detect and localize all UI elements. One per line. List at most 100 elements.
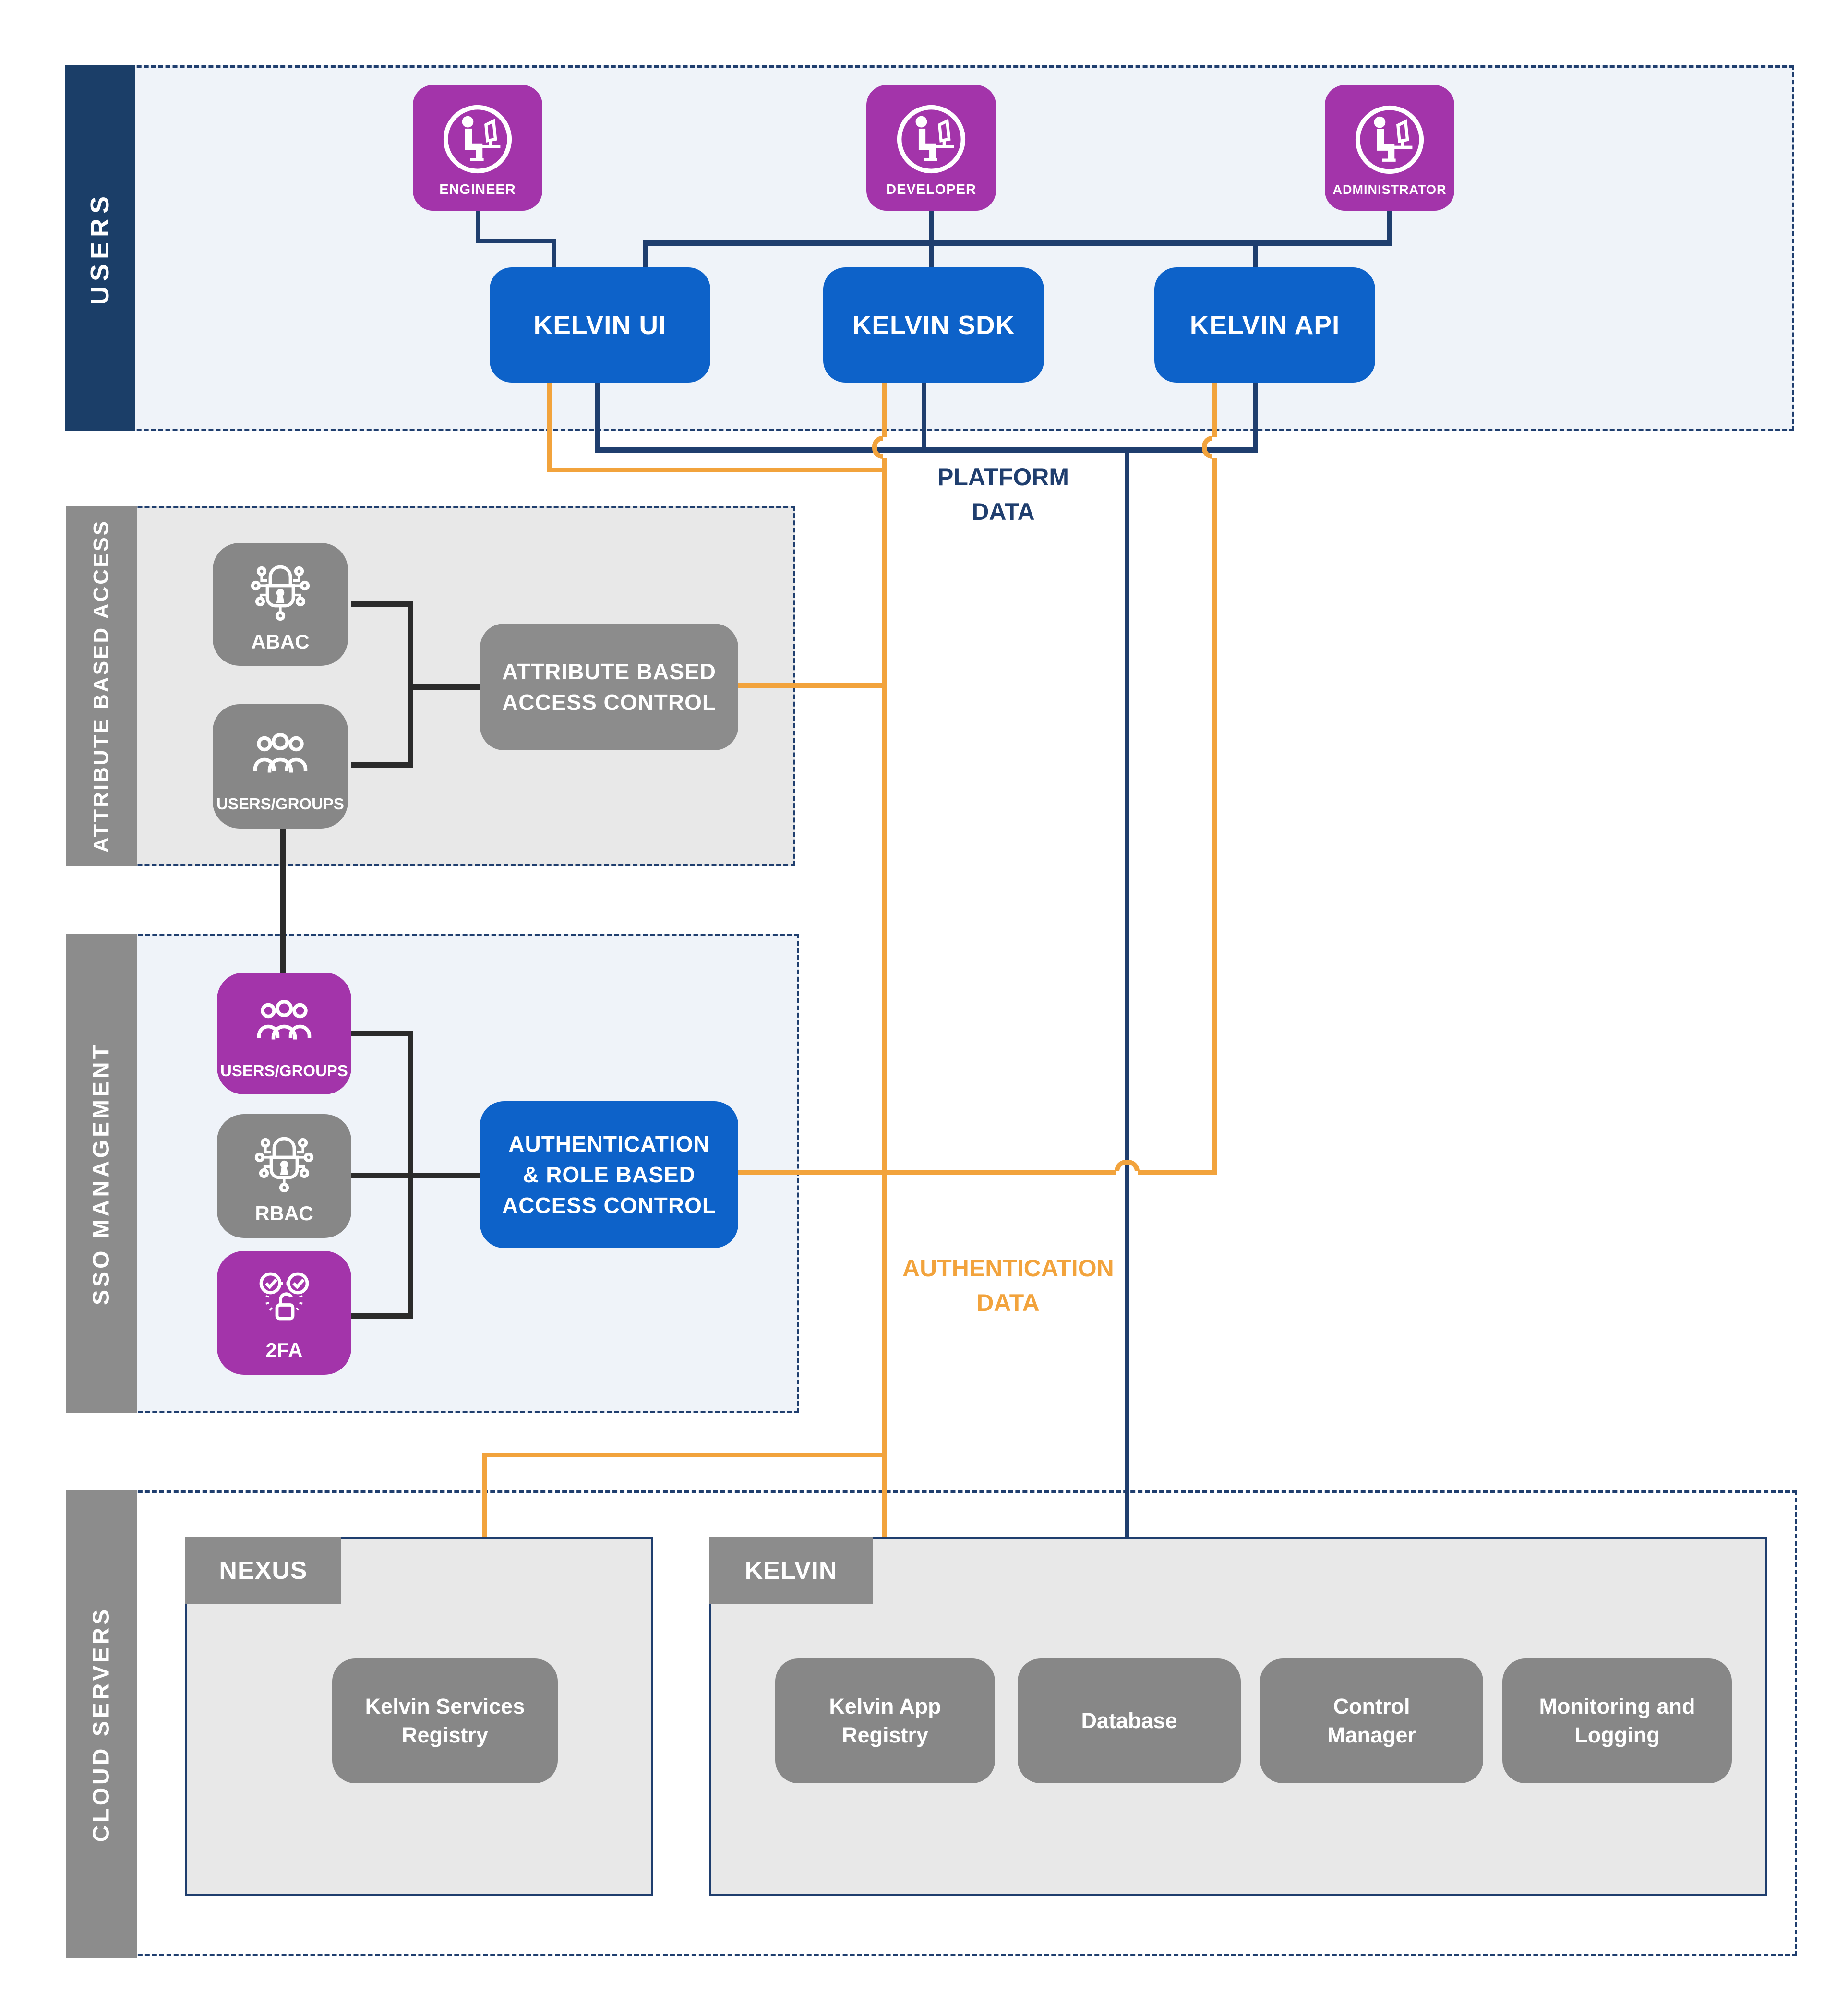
trunk-to-ui-line <box>643 243 648 268</box>
lock-network-icon <box>248 1127 320 1199</box>
sso-users-groups-node: USERS/GROUPS <box>217 973 351 1094</box>
abac-node-link-h <box>351 601 413 607</box>
engineer-connector-h <box>476 239 556 243</box>
control-manager-line1: Control <box>1333 1694 1410 1718</box>
usersgroups-to-sso-link-v <box>280 829 286 973</box>
database-box: Database <box>1018 1658 1241 1783</box>
kelvin-sdk-label: KELVIN SDK <box>852 310 1015 340</box>
auth-line-hop <box>1115 1160 1140 1171</box>
lock-network-icon <box>244 555 316 627</box>
nexus-header: NEXUS <box>185 1537 341 1604</box>
abac-label: ABAC <box>251 630 310 653</box>
sidebar-attribute-based-access: ATTRIBUTE BASED ACCESS <box>66 506 137 866</box>
sdk-auth-drop-upper <box>882 383 887 437</box>
trunk-to-api-line <box>1253 243 1258 268</box>
auth-rbac-line-h2 <box>1138 1170 1217 1175</box>
abac-node: ABAC <box>213 543 348 666</box>
api-auth-drop-upper <box>1212 383 1217 437</box>
attribute-control-line2: ACCESS CONTROL <box>502 690 716 715</box>
administrator-connector-v <box>1387 211 1392 243</box>
engineer-connector-v2 <box>552 239 556 268</box>
sidebar-users: USERS <box>65 65 135 431</box>
sso-users-groups-label: USERS/GROUPS <box>220 1062 348 1080</box>
sidebar-users-label: USERS <box>85 191 114 305</box>
twofa-link-h <box>351 1313 413 1319</box>
attribute-users-groups-node: USERS/GROUPS <box>213 704 348 829</box>
sdk-auth-main-line <box>882 458 887 1538</box>
kelvin-services-registry-box: Kelvin Services Registry <box>332 1658 558 1783</box>
twofa-node: 2FA <box>217 1251 351 1375</box>
platform-data-label-line2: DATA <box>972 498 1035 525</box>
engineer-node: ENGINEER <box>413 85 542 211</box>
attribute-control-line1: ATTRIBUTE BASED <box>502 659 717 684</box>
sidebar-attribute-label: ATTRIBUTE BASED ACCESS <box>89 519 113 853</box>
attribute-control-link-h <box>408 684 480 690</box>
platform-data-line <box>1125 452 1129 1658</box>
kelvin-header: KELVIN <box>709 1537 873 1604</box>
database-label: Database <box>1081 1708 1177 1733</box>
engineer-connector-v1 <box>476 211 480 241</box>
authentication-rbac-box: AUTHENTICATION & ROLE BASED ACCESS CONTR… <box>480 1101 738 1248</box>
rbac-node: RBAC <box>217 1114 351 1238</box>
kelvin-app-registry-box: Kelvin App Registry <box>775 1658 995 1783</box>
attribute-based-access-control-box: ATTRIBUTE BASED ACCESS CONTROL <box>480 624 738 750</box>
sdk-platform-drop <box>922 383 926 447</box>
platform-data-label: PLATFORM DATA <box>898 460 1109 529</box>
attribute-users-groups-label: USERS/GROUPS <box>216 794 344 813</box>
kelvin-sdk-node: KELVIN SDK <box>823 267 1044 383</box>
person-at-desk-icon <box>440 101 516 177</box>
administrator-label: ADMINISTRATOR <box>1332 182 1447 197</box>
developer-label: DEVELOPER <box>886 181 976 197</box>
monitoring-logging-box: Monitoring and Logging <box>1502 1658 1732 1783</box>
abac-auth-line-h <box>738 683 885 688</box>
sso-tree-v <box>408 1031 413 1319</box>
kelvin-app-registry-line2: Registry <box>841 1723 929 1747</box>
engineer-label: ENGINEER <box>439 181 516 197</box>
monitoring-logging-line2: Logging <box>1574 1723 1660 1747</box>
kelvin-services-registry-line2: Registry <box>401 1723 489 1747</box>
kelvin-ui-node: KELVIN UI <box>490 267 710 383</box>
kelvin-ui-label: KELVIN UI <box>533 310 667 340</box>
ui-auth-drop <box>547 383 552 472</box>
twofa-label: 2FA <box>265 1339 303 1361</box>
developer-connector-v <box>929 211 934 268</box>
people-icon <box>248 987 320 1059</box>
auth-to-nexus-h <box>482 1453 887 1457</box>
sso-control-line3: ACCESS CONTROL <box>502 1193 716 1218</box>
authentication-data-label-line2: DATA <box>976 1289 1040 1316</box>
person-at-desk-icon <box>893 101 969 177</box>
kelvin-title: KELVIN <box>744 1557 838 1585</box>
users-trunk-line <box>643 240 1392 246</box>
administrator-node: ADMINISTRATOR <box>1325 85 1454 211</box>
people-icon <box>244 720 316 792</box>
sidebar-cloud-servers: CLOUD SERVERS <box>66 1490 137 1958</box>
sso-usersgroups-link-h <box>351 1031 413 1036</box>
api-platform-drop <box>1253 383 1258 447</box>
authentication-data-label: AUTHENTICATION DATA <box>902 1251 1114 1320</box>
kelvin-api-label: KELVIN API <box>1189 310 1340 340</box>
api-auth-drop-lower <box>1212 458 1217 1175</box>
person-at-desk-icon <box>1352 102 1428 178</box>
two-factor-icon <box>248 1264 320 1336</box>
monitoring-logging-line1: Monitoring and <box>1539 1694 1695 1718</box>
api-auth-hop <box>1202 436 1212 459</box>
ui-platform-drop <box>595 383 600 447</box>
sso-control-line2: & ROLE BASED <box>523 1162 696 1187</box>
rbac-label: RBAC <box>255 1202 313 1225</box>
control-manager-box: Control Manager <box>1260 1658 1483 1783</box>
usersgroups-node-link-h <box>351 762 413 768</box>
ui-auth-elbow-h <box>547 468 887 472</box>
kelvin-app-registry-line1: Kelvin App <box>829 1694 941 1718</box>
rbac-link-h <box>351 1173 480 1178</box>
sdk-auth-hop <box>872 436 883 459</box>
platform-trunk-line <box>595 447 1258 453</box>
sso-control-line1: AUTHENTICATION <box>508 1131 710 1156</box>
nexus-title: NEXUS <box>219 1557 308 1585</box>
nexus-auth-drop <box>482 1457 487 1539</box>
auth-rbac-line-h1 <box>738 1170 1116 1175</box>
kelvin-services-registry-line1: Kelvin Services <box>365 1694 525 1718</box>
sidebar-sso-label: SSO MANAGEMENT <box>88 1042 114 1305</box>
sidebar-cloud-label: CLOUD SERVERS <box>88 1606 114 1842</box>
authentication-data-label-line1: AUTHENTICATION <box>902 1255 1114 1282</box>
control-manager-line2: Manager <box>1327 1723 1416 1747</box>
